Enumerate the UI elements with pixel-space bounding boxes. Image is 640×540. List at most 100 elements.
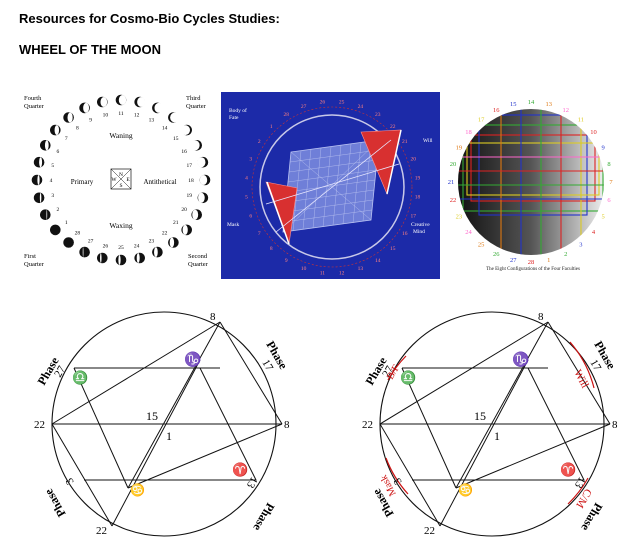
mesh-diamond bbox=[282, 139, 380, 233]
moon-phase-number: 13 bbox=[149, 118, 155, 124]
phase-diagram-right: Phase 27 Phase 17 Phase 3 Phase 13 8 22 … bbox=[362, 311, 619, 537]
moon-phase-icon bbox=[168, 112, 180, 123]
blue-outer-number: 25 bbox=[339, 100, 345, 106]
moon-phase-icon bbox=[79, 246, 90, 258]
number-center-upper: 15 bbox=[474, 409, 486, 423]
grid-number: 17 bbox=[478, 117, 485, 124]
blue-outer-number: 7 bbox=[258, 231, 261, 237]
phase-bottom-left-word: Phase bbox=[41, 486, 68, 520]
grid-number: 1 bbox=[547, 257, 550, 264]
moon-phase-ring bbox=[31, 94, 211, 266]
sign-top-icon: ♑ bbox=[512, 351, 529, 368]
number-left: 22 bbox=[34, 419, 45, 431]
first-quarter-label: First bbox=[24, 253, 36, 260]
number-bottom: 22 bbox=[424, 525, 435, 537]
moon-phase-icon bbox=[197, 156, 209, 168]
grid-number: 11 bbox=[578, 117, 584, 124]
blue-outer-number: 17 bbox=[410, 213, 416, 219]
grid-number: 12 bbox=[562, 107, 569, 114]
third-quarter-label-2: Quarter bbox=[186, 103, 207, 110]
moon-phase-number: 12 bbox=[134, 113, 140, 119]
grid-number: 14 bbox=[528, 99, 535, 106]
moon-phase-number: 14 bbox=[162, 126, 168, 132]
body-of-fate-label-2: Fate bbox=[229, 115, 239, 121]
grid-numbers: 1234567891011121314151617181920212223242… bbox=[448, 99, 614, 266]
number-left: 22 bbox=[362, 419, 373, 431]
blue-outer-number: 13 bbox=[358, 266, 364, 272]
blue-outer-number: 24 bbox=[358, 104, 364, 110]
moon-phase-icon bbox=[115, 94, 127, 106]
moon-phase-icon bbox=[115, 254, 127, 266]
blue-outer-number: 28 bbox=[283, 112, 289, 118]
moon-phase-number: 5 bbox=[51, 163, 54, 169]
grid-number: 2 bbox=[564, 251, 567, 258]
grid-number: 10 bbox=[590, 129, 597, 136]
moon-phase-number: 18 bbox=[188, 178, 194, 184]
moon-phase-icon bbox=[191, 209, 202, 220]
number-center: 1 bbox=[494, 429, 500, 443]
phase-bottom-left-number: 3 bbox=[63, 475, 76, 486]
grid-number: 5 bbox=[601, 214, 604, 221]
moon-phase-icon bbox=[97, 252, 108, 264]
number-center-upper: 15 bbox=[146, 409, 158, 423]
blue-outer-number: 11 bbox=[320, 271, 326, 277]
sign-right-icon: ♈ bbox=[560, 462, 576, 477]
moon-phase-number: 24 bbox=[134, 243, 140, 249]
moon-phase-icon bbox=[152, 102, 164, 114]
color-grid-sphere: 1234567891011121314151617181920212223242… bbox=[441, 95, 626, 280]
grid-number: 20 bbox=[450, 161, 457, 168]
moon-phase-number: 1 bbox=[65, 220, 68, 226]
blue-outer-number: 4 bbox=[245, 175, 248, 181]
blue-outer-number: 9 bbox=[285, 258, 288, 264]
mask-label: Mask bbox=[227, 222, 239, 228]
svg-text:S: S bbox=[119, 183, 122, 189]
primary-label: Primary bbox=[71, 178, 94, 186]
waxing-label: Waxing bbox=[109, 221, 132, 230]
svg-text:W: W bbox=[111, 177, 117, 183]
moon-phase-number: 8 bbox=[76, 126, 79, 132]
creative-mind-label: Creative bbox=[411, 222, 430, 228]
moon-phase-icon bbox=[39, 209, 51, 220]
moon-phase-number: 21 bbox=[173, 220, 179, 226]
grid-number: 21 bbox=[448, 179, 455, 186]
blue-outer-number: 8 bbox=[270, 246, 273, 252]
blue-outer-number: 20 bbox=[410, 157, 416, 163]
moon-phase-icon bbox=[79, 102, 90, 114]
sign-bottom-icon: ♋ bbox=[130, 483, 145, 497]
moon-phase-icon bbox=[197, 192, 209, 204]
moon-phase-icon bbox=[181, 224, 192, 236]
grid-number: 15 bbox=[510, 101, 517, 108]
grid-number: 25 bbox=[478, 242, 485, 249]
blue-outer-number: 6 bbox=[249, 213, 252, 219]
moon-phase-icon bbox=[152, 246, 163, 258]
moon-phase-number: 9 bbox=[89, 118, 92, 124]
grid-number: 16 bbox=[493, 107, 500, 114]
blue-outer-number: 5 bbox=[245, 195, 248, 201]
moon-phase-icon bbox=[49, 124, 61, 136]
moon-phase-icon bbox=[180, 124, 192, 136]
grid-number: 4 bbox=[592, 229, 596, 236]
page-subheading: WHEEL OF THE MOON bbox=[19, 42, 162, 57]
moon-phase-number: 6 bbox=[57, 149, 60, 155]
svg-text:N: N bbox=[119, 172, 123, 178]
moon-phase-icon bbox=[97, 96, 108, 108]
blue-outer-number: 21 bbox=[402, 139, 408, 145]
moon-phase-number: 11 bbox=[118, 111, 124, 117]
grid-number: 28 bbox=[528, 259, 535, 266]
grid-number: 8 bbox=[607, 161, 610, 168]
moon-phase-number: 23 bbox=[149, 238, 155, 244]
blue-outer-number: 1 bbox=[270, 124, 273, 130]
moon-phase-icon bbox=[33, 192, 45, 204]
moon-phase-icon bbox=[31, 174, 43, 186]
number-right: 8 bbox=[612, 419, 618, 431]
moon-phase-icon bbox=[190, 139, 202, 151]
moon-phase-icon bbox=[199, 174, 211, 186]
svg-text:E: E bbox=[126, 177, 130, 183]
blue-outer-number: 12 bbox=[339, 271, 345, 277]
moon-phase-icon bbox=[63, 112, 74, 123]
number-top: 8 bbox=[538, 311, 544, 323]
sign-left-icon: ♎ bbox=[400, 370, 416, 385]
